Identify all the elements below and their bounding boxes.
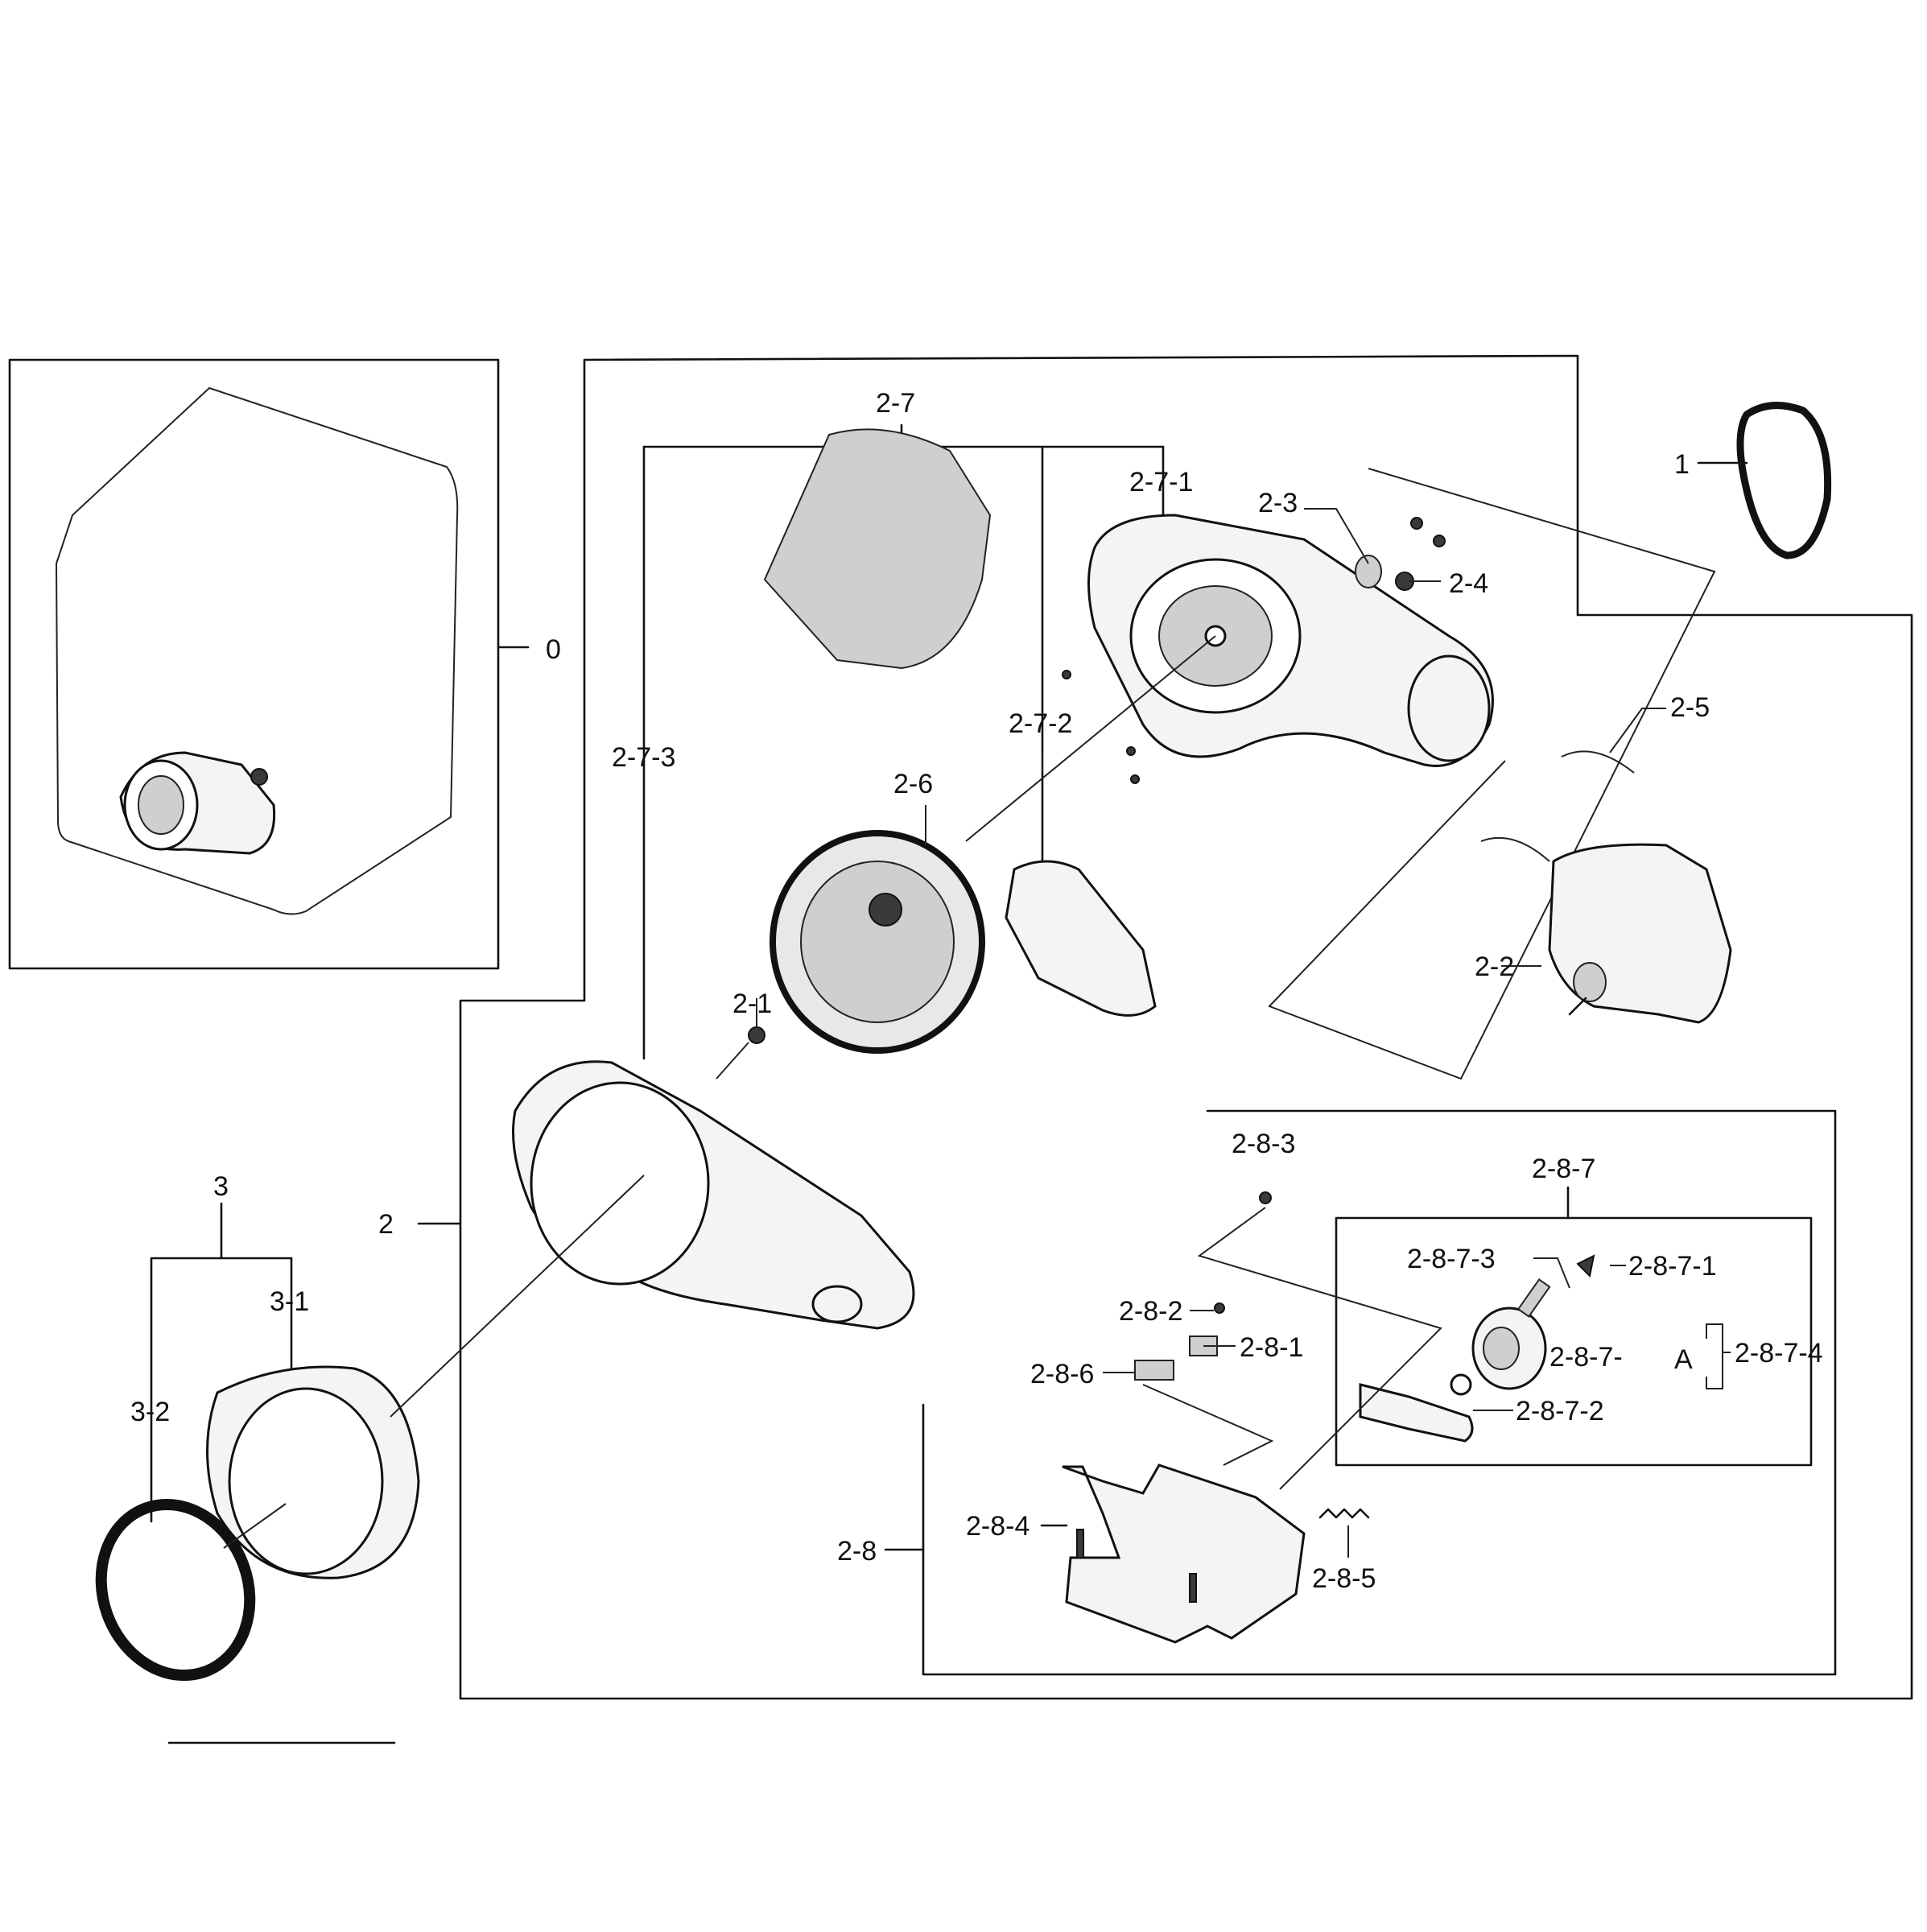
- label-2-8-7-2: 2-8-7-2: [1516, 1396, 1604, 1426]
- label-2-8-1: 2-8-1: [1240, 1332, 1303, 1363]
- front-duct-ring: [206, 1365, 420, 1579]
- duct-2-7-2: [1005, 860, 1157, 1017]
- spring: [1318, 1508, 1370, 1519]
- label-0: 0: [546, 634, 561, 665]
- screw-2-8-3: [1259, 1191, 1272, 1204]
- idler-shaft: [1516, 1254, 1595, 1318]
- label-2-8-7-3: 2-8-7-3: [1407, 1244, 1496, 1274]
- label-2-8-7-a-letter: A: [1674, 1344, 1693, 1375]
- idler-arm: [1359, 1373, 1474, 1443]
- label-2-3: 2-3: [1258, 488, 1298, 518]
- label-2: 2: [378, 1209, 394, 1240]
- switch-2-8-6: [1134, 1360, 1174, 1381]
- label-2-8-5: 2-8-5: [1312, 1563, 1376, 1594]
- screw-2-8-2: [1214, 1302, 1225, 1314]
- label-3-1: 3-1: [270, 1286, 309, 1317]
- nut-2-1: [748, 1026, 765, 1044]
- label-2-8-7-1: 2-8-7-1: [1628, 1251, 1717, 1282]
- label-2-2: 2-2: [1475, 952, 1514, 982]
- subbox-motor: [1268, 468, 1716, 1080]
- section-2-outline: [459, 354, 1913, 1700]
- motor-clips: [1480, 750, 1635, 862]
- section-3-group: [95, 1202, 420, 1682]
- bearing-2-3: [1355, 517, 1446, 588]
- idler-bracket: [1062, 1463, 1306, 1644]
- label-2-1: 2-1: [732, 989, 772, 1019]
- label-2-8-6: 2-8-6: [1030, 1359, 1094, 1389]
- section-2-8-outline: [922, 1109, 1837, 1676]
- label-2-7-1: 2-7-1: [1129, 467, 1193, 497]
- label-2-8-7: 2-8-7: [1532, 1154, 1595, 1184]
- label-3-2: 3-2: [130, 1397, 170, 1427]
- screws-housing: [1062, 670, 1140, 784]
- overview-blower-assembly: [119, 751, 276, 855]
- label-2-4: 2-4: [1449, 568, 1488, 599]
- belt: [1736, 402, 1832, 559]
- front-duct-gasket: [95, 1498, 256, 1682]
- rear-blower-housing: [1087, 514, 1494, 767]
- label-2-7: 2-7: [876, 388, 915, 419]
- label-2-6: 2-6: [893, 769, 933, 799]
- callout-labels: 0 1 2 2-1 2-2 2-3 2-4 2-5 2-6 2-7 2-7-1 …: [130, 388, 1823, 1594]
- subbox-2-8-7: [1335, 1216, 1813, 1467]
- label-2-8: 2-8: [837, 1536, 877, 1567]
- label-2-8-3: 2-8-3: [1232, 1129, 1295, 1159]
- label-2-8-7-4: 2-8-7-4: [1735, 1338, 1823, 1368]
- overview-box: [8, 358, 530, 970]
- label-3: 3: [213, 1171, 229, 1202]
- label-2-8-4: 2-8-4: [966, 1511, 1030, 1542]
- blower-wheel: [763, 428, 992, 1054]
- front-blower-housing: [512, 1060, 915, 1330]
- label-2-7-3: 2-7-3: [612, 742, 675, 773]
- motor: [1548, 843, 1732, 1024]
- label-2-7-2: 2-7-2: [1009, 708, 1072, 739]
- label-2-5: 2-5: [1670, 692, 1710, 723]
- label-2-8-7-a: 2-8-7-: [1549, 1342, 1623, 1373]
- label-2-8-2: 2-8-2: [1119, 1296, 1182, 1327]
- label-1: 1: [1674, 449, 1690, 480]
- idler-pulley: [1471, 1307, 1547, 1390]
